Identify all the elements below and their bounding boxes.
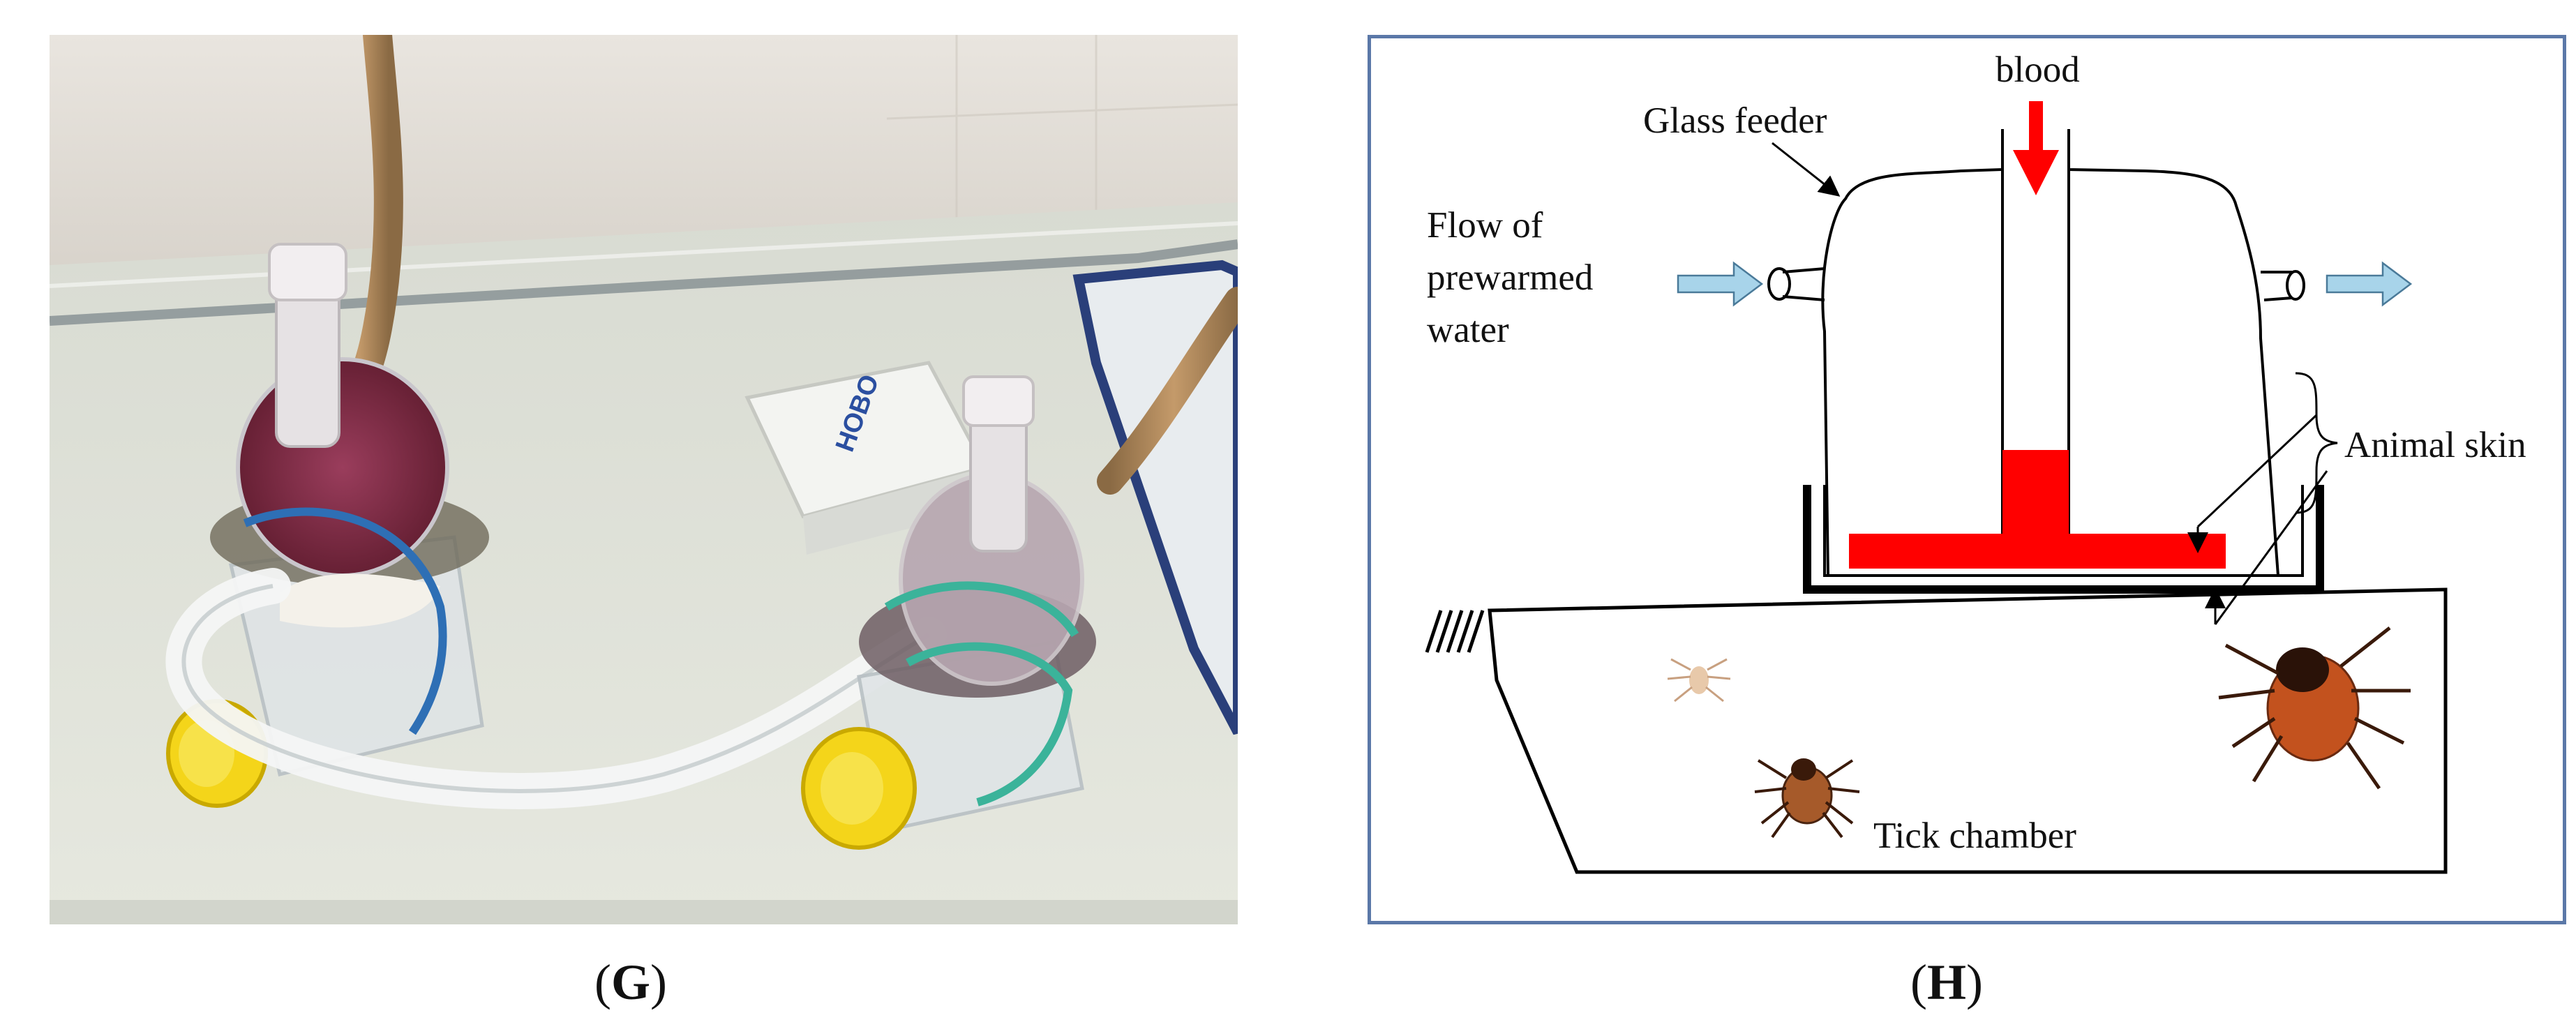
water-inlet-arrow [1677,261,1764,307]
caption-g-close: ) [650,954,667,1010]
animal-skin-pointers [2187,414,2328,625]
blood-fill [1849,450,2226,569]
caption-h: (H) [1910,957,1983,1007]
animal-skin-bracket [2295,372,2338,514]
photo-panel-g: HOBO [50,35,1238,924]
caption-g-letter: G [611,954,650,1010]
data-logger: HOBO [744,361,987,555]
label-flow-line1: Flow of [1427,205,1543,246]
glass-feeder-outline [1821,129,2279,576]
label-tick-chamber: Tick chamber [1873,816,2076,856]
water-outlet-arrow [2326,261,2413,307]
caption-h-close: ) [1966,954,1983,1010]
caption-g-open: ( [594,954,611,1010]
schematic-panel-h: blood Glass feeder Flow of prewarmed wat… [1368,35,2566,924]
caption-h-letter: H [1926,954,1966,1010]
label-animal-skin: Animal skin [2344,425,2526,465]
feeder-holder [1803,485,2324,594]
inlet-spout [1767,267,1825,301]
wall-tiles [886,35,1238,244]
glass-feeder-pointer [1772,142,1841,197]
blood-arrow [2013,101,2059,195]
tick-large [2218,626,2411,790]
label-glass-feeder: Glass feeder [1643,100,1827,141]
outlet-spout [2261,270,2305,301]
label-flow-line2: prewarmed [1427,257,1593,298]
label-blood: blood [1995,50,2080,90]
brown-tube-right [1097,287,1238,495]
tick-medium [1754,758,1860,839]
caption-g: (G) [594,957,667,1007]
left-feeder-bulb [236,357,449,578]
chamber-vent-lines [1425,610,1485,653]
tick-small [1667,658,1731,703]
caption-h-open: ( [1910,954,1927,1010]
acrylic-box-edge [50,239,1238,326]
label-flow-line3: water [1427,310,1509,350]
